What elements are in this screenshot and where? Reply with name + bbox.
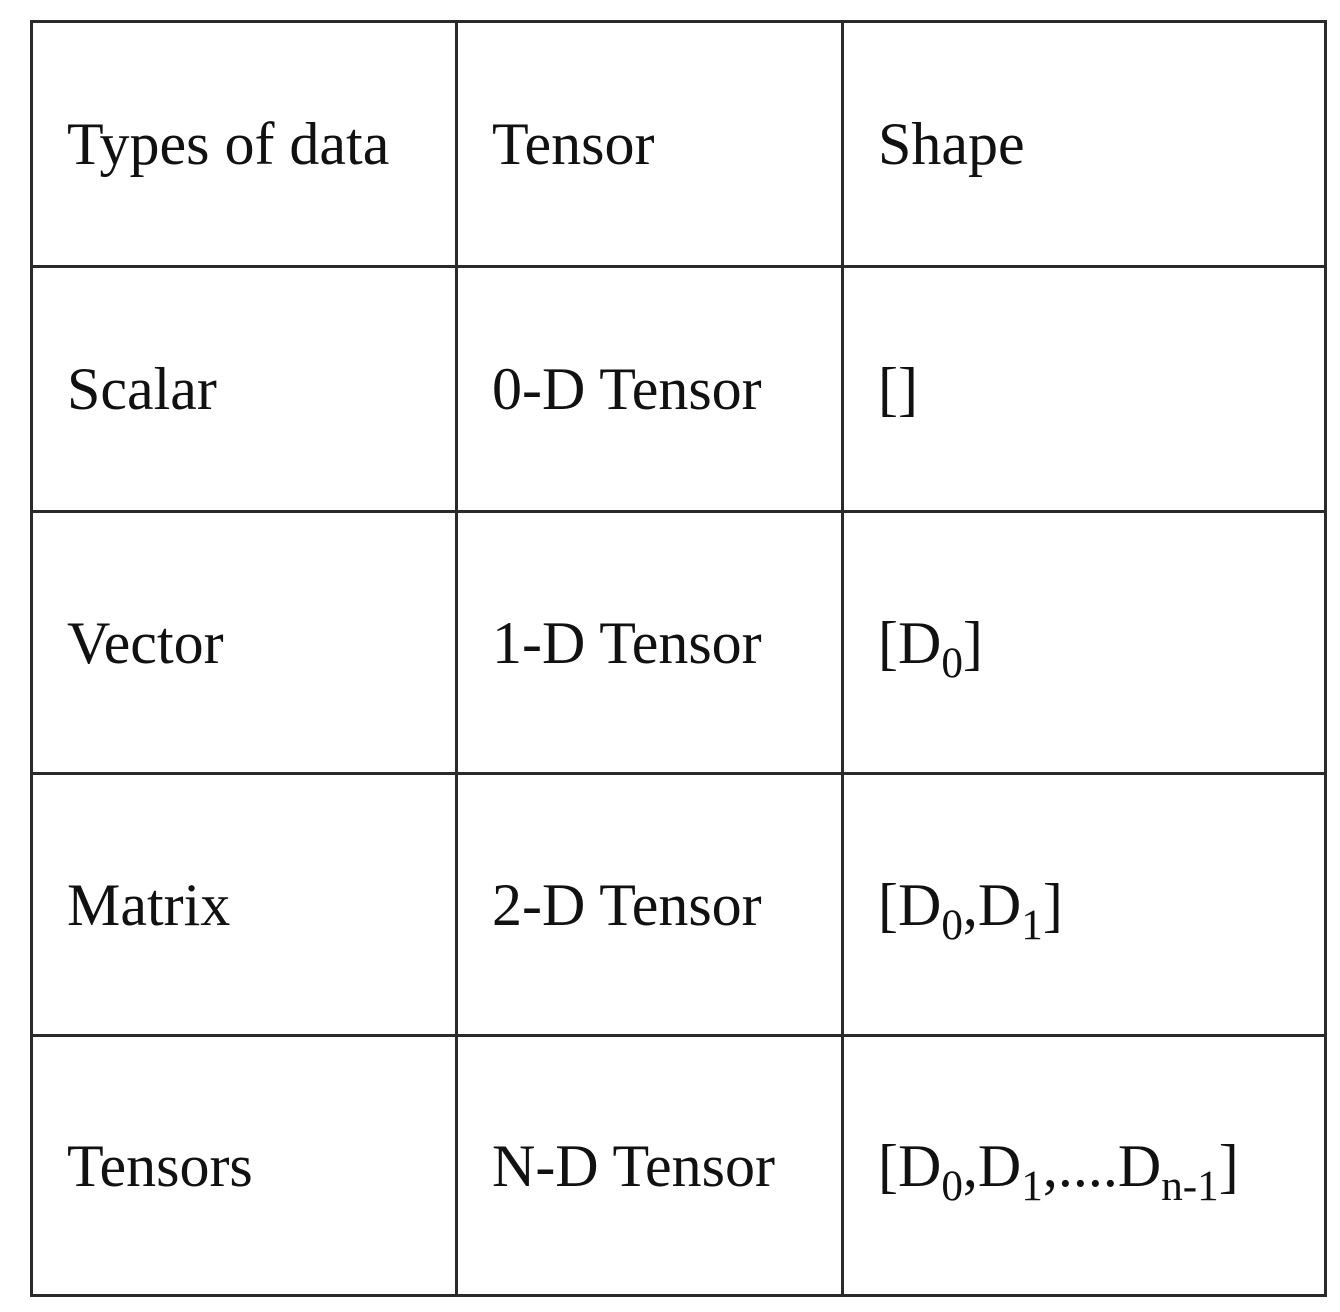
cell-tensor: N-D Tensor	[455, 1034, 844, 1297]
table-body: Types of data Tensor Shape Scalar 0-D Te…	[30, 20, 1327, 1297]
cell-type: Matrix	[30, 772, 458, 1037]
cell-tensor: 0-D Tensor	[455, 265, 844, 513]
header-cell-shape: Shape	[841, 20, 1327, 268]
header-row: Types of data Tensor Shape	[30, 20, 1327, 268]
shape-text: ]	[962, 609, 983, 676]
shape-text: ]	[1042, 871, 1063, 938]
shape-text: []	[878, 356, 918, 422]
header-cell-types-of-data: Types of data	[30, 20, 458, 268]
shape-subscript: 1	[1021, 901, 1043, 949]
cell-type: Scalar	[30, 265, 458, 513]
shape-text: [D	[878, 871, 942, 938]
shape-subscript: n-1	[1161, 1162, 1219, 1210]
table-row: Vector 1-D Tensor [D0]	[30, 510, 1327, 775]
cell-shape: [D0,D1,....Dn-1]	[841, 1034, 1327, 1297]
shape-text: ,D	[962, 1132, 1022, 1199]
shape-subscript: 0	[941, 901, 963, 949]
cell-shape: [D0,D1]	[841, 772, 1327, 1037]
tensor-types-table: Types of data Tensor Shape Scalar 0-D Te…	[30, 20, 1327, 1297]
table-row: Scalar 0-D Tensor []	[30, 265, 1327, 513]
cell-shape: []	[841, 265, 1327, 513]
shape-subscript: 0	[941, 1162, 963, 1210]
shape-text: ,D	[962, 871, 1022, 938]
cell-tensor: 1-D Tensor	[455, 510, 844, 775]
shape-text: ,....D	[1042, 1132, 1162, 1199]
shape-text: ]	[1218, 1132, 1239, 1199]
shape-subscript: 0	[941, 639, 963, 687]
shape-subscript: 1	[1021, 1162, 1043, 1210]
cell-shape: [D0]	[841, 510, 1327, 775]
shape-text: [D	[878, 1132, 942, 1199]
cell-type: Vector	[30, 510, 458, 775]
cell-type: Tensors	[30, 1034, 458, 1297]
shape-text: [D	[878, 609, 942, 676]
cell-tensor: 2-D Tensor	[455, 772, 844, 1037]
table-row: Matrix 2-D Tensor [D0,D1]	[30, 772, 1327, 1037]
header-cell-tensor: Tensor	[455, 20, 844, 268]
table-row: Tensors N-D Tensor [D0,D1,....Dn-1]	[30, 1034, 1327, 1297]
